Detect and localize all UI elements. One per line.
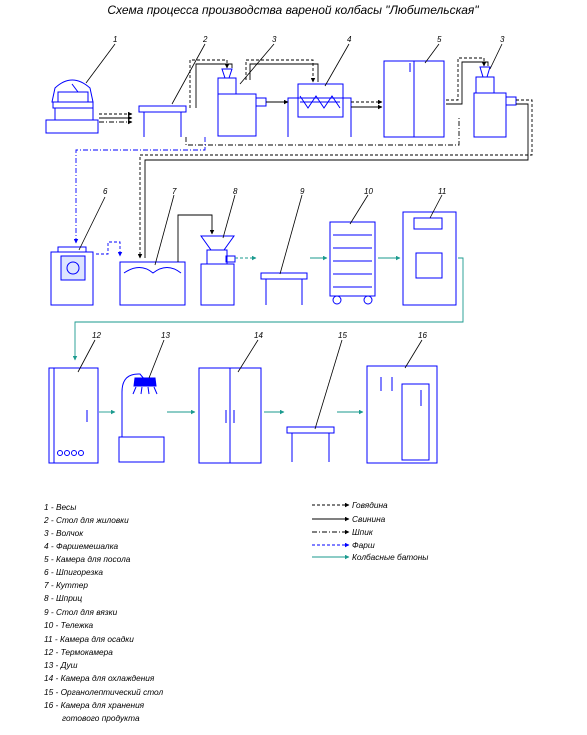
number-label: 10 — [364, 187, 373, 196]
line-type-labels: Говядина Свинина Шпик Фарш Колбасные бат… — [352, 500, 428, 562]
legend-item: 9 - Стол для вязки — [44, 607, 118, 617]
thermo-chamber — [48, 367, 99, 464]
number-label: 4 — [347, 35, 352, 44]
legend-item: 4 - Фаршемешалка — [44, 541, 119, 551]
number-label: 9 — [300, 187, 305, 196]
legend-item: 1 - Весы — [44, 502, 76, 512]
legend-item: 11 - Камера для осадки — [44, 634, 134, 644]
lard-cutter — [50, 246, 94, 306]
number-label: 5 — [437, 35, 442, 44]
scales-equipment — [45, 79, 99, 134]
number-label: 8 — [233, 187, 238, 196]
number-label: 13 — [161, 331, 170, 340]
salting-chamber — [383, 60, 445, 138]
trolley-equipment — [329, 221, 376, 305]
mixer-equipment — [287, 83, 352, 137]
equipment-numbers: 1 2 3 4 5 3 6 7 8 9 10 11 12 13 14 15 16 — [92, 35, 505, 340]
number-label: 14 — [254, 331, 263, 340]
legend-item: 16 - Камера для хранения — [44, 700, 145, 710]
storage-chamber — [366, 365, 438, 464]
line-legend-label: Фарш — [352, 540, 375, 550]
number-label: 11 — [438, 187, 446, 196]
legend-item: 2 - Стол для жиловки — [43, 515, 129, 525]
line-legend-label: Колбасные батоны — [352, 552, 428, 562]
trimming-table — [138, 105, 187, 137]
number-label: 3 — [272, 35, 277, 44]
diagram-title: Схема процесса производства вареной колб… — [107, 3, 479, 17]
number-label: 7 — [172, 187, 177, 196]
number-label: 1 — [113, 35, 117, 44]
legend-item: готового продукта — [62, 713, 140, 723]
cooling-chamber — [198, 367, 262, 464]
line-type-legend — [312, 502, 350, 560]
number-label: 15 — [338, 331, 347, 340]
legend-item: 7 - Куттер — [44, 580, 88, 590]
legend-item: 6 - Шпигорезка — [44, 567, 103, 577]
legend-item: 15 - Органолептический стол — [44, 687, 163, 697]
legend-item: 13 - Душ — [44, 660, 78, 670]
number-label: 2 — [202, 35, 208, 44]
legend-item: 3 - Волчок — [44, 528, 84, 538]
shower-equipment — [118, 373, 165, 463]
settling-chamber — [402, 211, 457, 306]
flow-lines — [72, 57, 533, 415]
legend-item: 5 - Камера для посола — [44, 554, 131, 564]
tying-table — [260, 272, 308, 305]
number-label: 3 — [500, 35, 505, 44]
cutter-bowl — [119, 261, 186, 306]
legend-item: 12 - Термокамера — [44, 647, 113, 657]
stuffer-equipment — [200, 235, 236, 306]
number-label: 12 — [92, 331, 101, 340]
legend-item: 10 - Тележка — [44, 620, 94, 630]
legend-item: 8 - Шприц — [44, 593, 82, 603]
organoleptic-table — [286, 426, 335, 462]
number-leaders — [77, 43, 503, 430]
legend-item: 14 - Камера для охлаждения — [44, 673, 155, 683]
grinder-2 — [473, 66, 517, 138]
grinder-1 — [217, 68, 267, 137]
line-legend-label: Шпик — [352, 527, 374, 537]
equipment-legend: 1 - Весы 2 - Стол для жиловки 3 - Волчок… — [43, 502, 163, 723]
line-legend-label: Говядина — [352, 500, 388, 510]
line-legend-label: Свинина — [352, 514, 386, 524]
number-label: 16 — [418, 331, 427, 340]
number-label: 6 — [103, 187, 108, 196]
